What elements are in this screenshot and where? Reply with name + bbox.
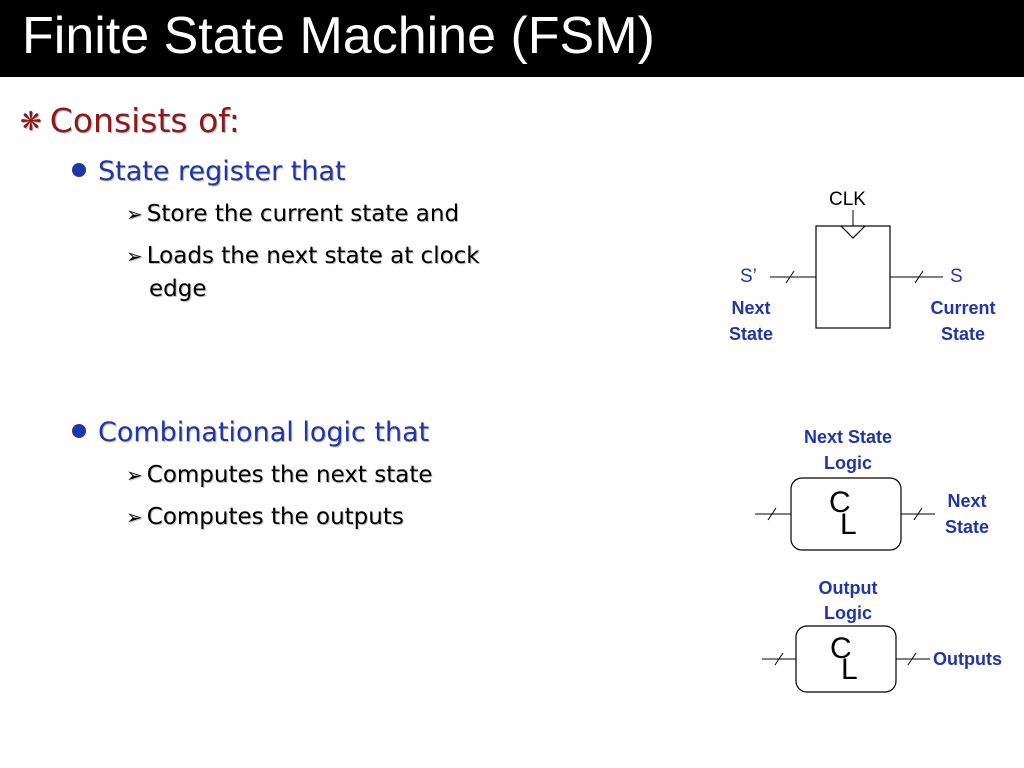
section-state-register: State register that — [72, 155, 346, 189]
list-item-text: Computes the outputs — [146, 504, 404, 530]
output-logic-block — [762, 625, 930, 693]
list-item-text: Store the current state and — [146, 201, 460, 227]
dot-bullet-icon — [72, 163, 86, 177]
next-state-logic-block — [755, 477, 935, 551]
asterisk-bullet-icon: ❋ — [20, 107, 42, 137]
heading-consists-of: ❋Consists of: — [20, 100, 240, 143]
list-item-text-continued: edge — [149, 276, 207, 302]
clock-label: CLK — [829, 189, 866, 210]
list-item-text: Loads the next state at clock — [146, 243, 480, 269]
current-state-signal-label: S — [950, 266, 963, 287]
list-item: ➢Store the current state and — [126, 198, 526, 231]
arrow-bullet-icon: ➢ — [126, 202, 143, 226]
list-item: ➢Computes the next state — [126, 459, 526, 492]
slide-title: Finite State Machine (FSM) — [22, 7, 655, 65]
next-state-output-caption: Next State — [944, 491, 989, 537]
section-combinational-logic: Combinational logic that — [72, 416, 429, 450]
bus-slash-icon — [767, 507, 777, 521]
bus-slash-icon — [774, 652, 784, 666]
cl-c-letter: C — [830, 632, 852, 665]
dot-bullet-icon — [72, 424, 86, 438]
clock-triangle-icon — [840, 225, 866, 239]
bus-slash-icon — [907, 652, 917, 666]
outputs-caption: Outputs — [933, 649, 1002, 669]
bus-slash-icon — [913, 507, 923, 521]
arrow-bullet-icon: ➢ — [126, 463, 143, 487]
register-box — [815, 225, 891, 329]
list-item-text: Computes the next state — [146, 462, 433, 488]
cl-c-letter: C — [829, 486, 851, 519]
section-label: State register that — [98, 156, 346, 187]
cl-l-letter: L — [840, 508, 857, 541]
title-bar: Finite State Machine (FSM) — [0, 0, 1024, 77]
arrow-bullet-icon: ➢ — [126, 505, 143, 529]
section-label: Combinational logic that — [98, 417, 430, 448]
bus-slash-icon — [785, 270, 795, 284]
list-item: ➢Loads the next state at clock edge — [126, 240, 526, 306]
next-state-signal-label: S’ — [740, 266, 757, 287]
list-item: ➢Computes the outputs — [126, 501, 526, 534]
next-state-caption: Next State — [728, 298, 773, 344]
arrow-bullet-icon: ➢ — [126, 244, 143, 268]
heading-text: Consists of: — [49, 101, 240, 140]
current-state-caption: Current State — [930, 298, 996, 344]
state-register — [770, 210, 943, 329]
next-state-logic-caption: Next State Logic — [803, 427, 893, 473]
bus-slash-icon — [914, 270, 924, 284]
cl-l-letter: L — [841, 653, 858, 686]
output-logic-caption: Output Logic — [818, 578, 878, 623]
